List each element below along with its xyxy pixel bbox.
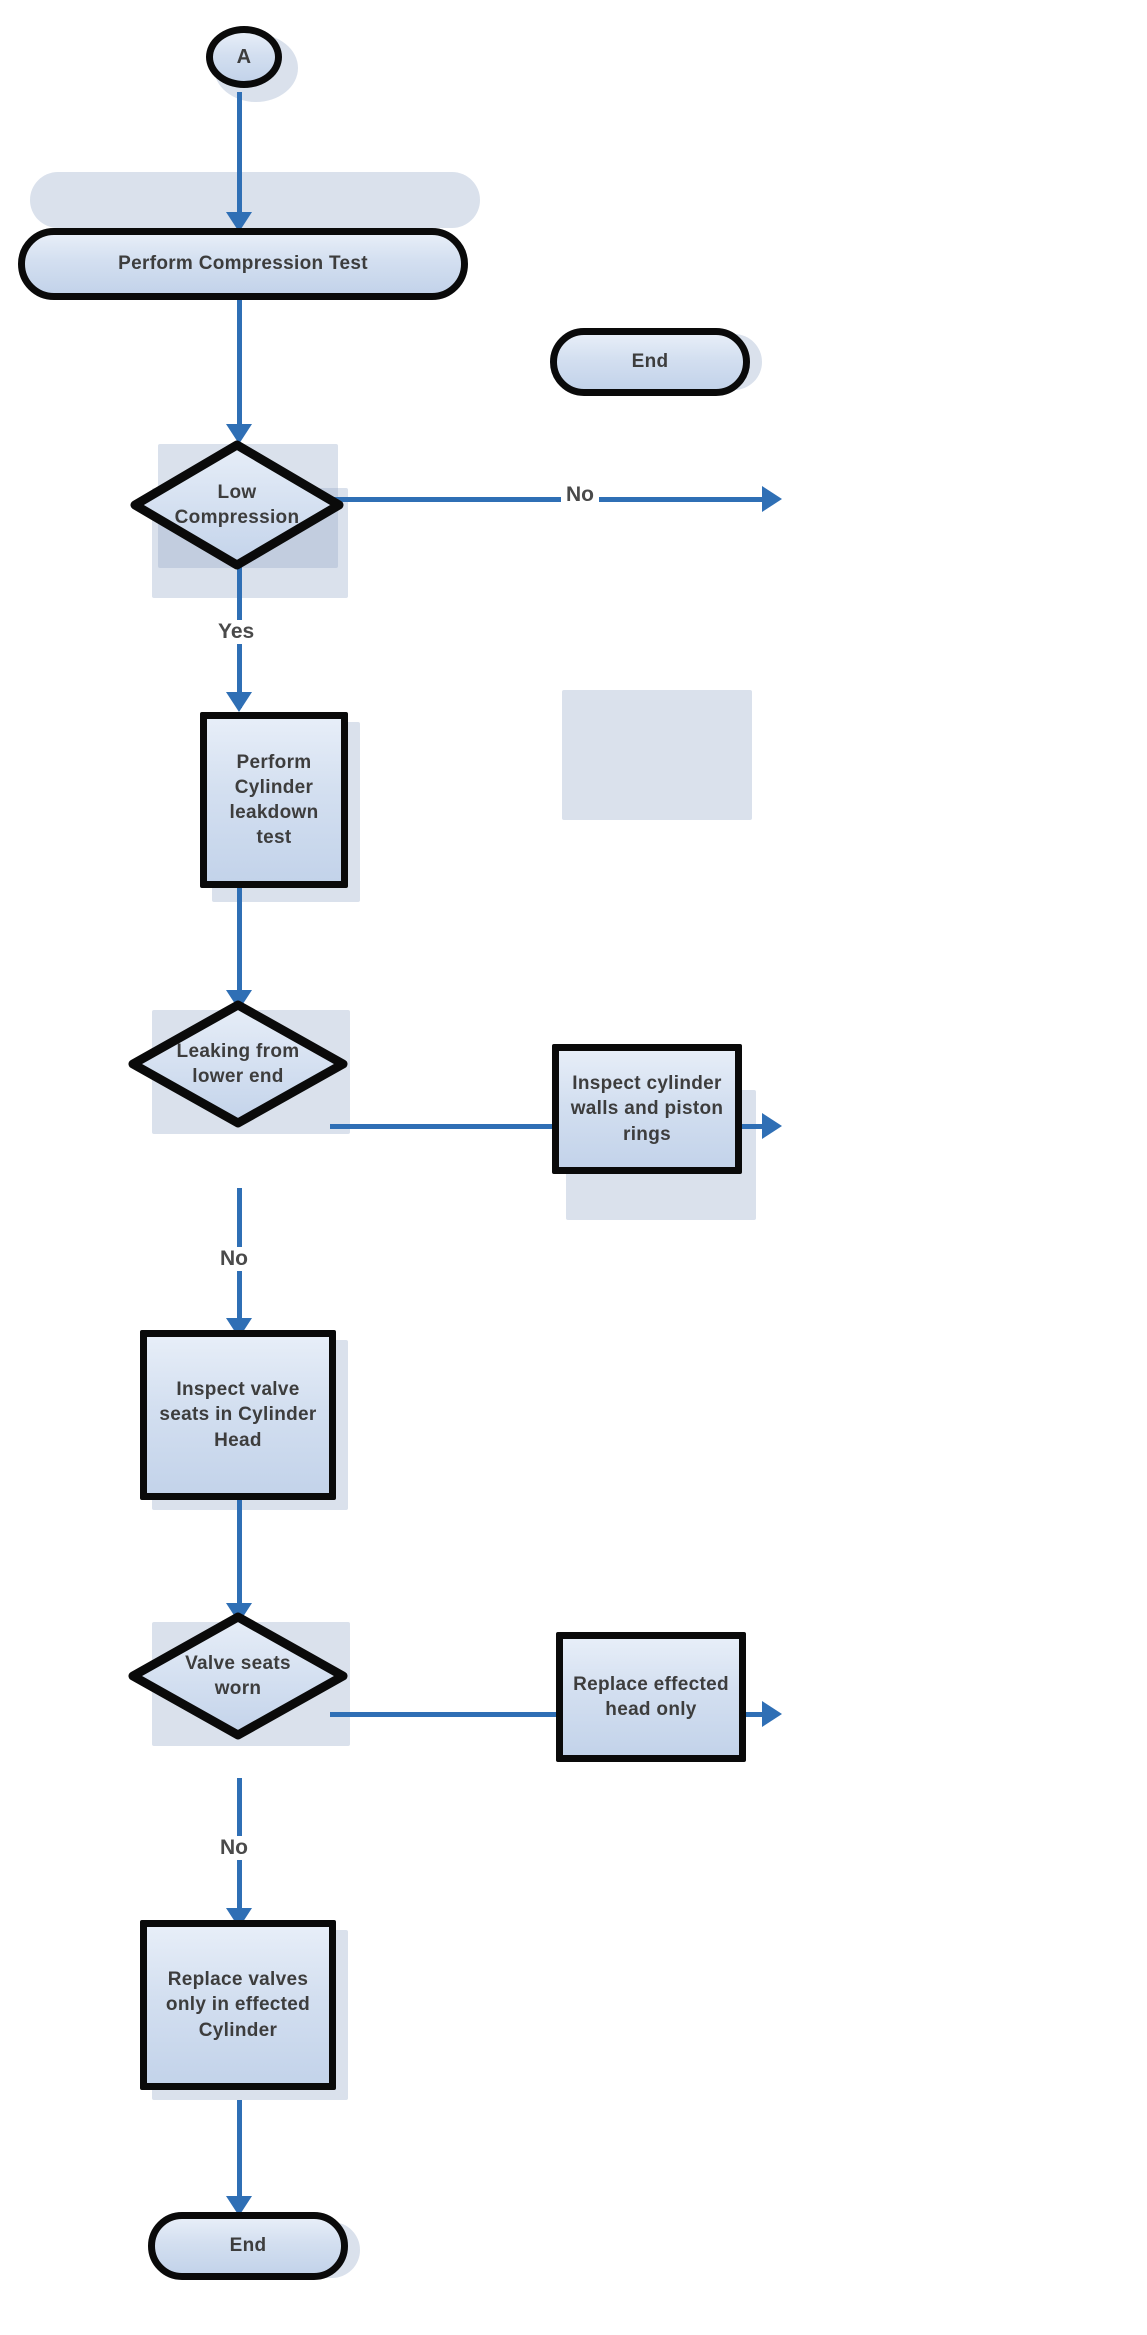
node-perform-cylinder-leakdown-test[interactable]: Perform Cylinder leakdown test [200, 712, 348, 888]
node-decision-low-compression[interactable]: Low Compression [130, 440, 344, 570]
node-replace-valves-only-in-effected-cylinder[interactable]: Replace valves only in effected Cylinder [140, 1920, 336, 2090]
leaking-line1: Leaking from [176, 1040, 300, 1062]
leakdown-line1: Perform Cylinder [234, 751, 314, 798]
node-decision-low-compression-label: Low Compression [169, 480, 306, 530]
node-perform-cylinder-leakdown-test-label: Perform Cylinder leakdown test [207, 750, 341, 850]
node-decision-leaking-from-lower-end[interactable]: Leaking from lower end [128, 1000, 348, 1128]
edge-replace-to-end-line [237, 2100, 242, 2210]
edge-worn-yes-to-head-arrow [762, 1701, 782, 1727]
node-replace-effected-head-only-label: Replace effected head only [567, 1672, 735, 1722]
node-decision-valve-seats-worn-label: Valve seats worn [179, 1651, 297, 1701]
replace-head-line1: Replace effected [573, 1673, 729, 1695]
node-replace-valves-only-in-effected-cylinder-label: Replace valves only in effected Cylinder [160, 1967, 316, 2042]
replace-valves-line2: only in effected [165, 1994, 311, 2016]
edge-start-to-compression-line [237, 92, 242, 220]
seats-worn-line1: Valve seats [185, 1652, 291, 1674]
node-inspect-valve-seats-in-cylinder-head[interactable]: Inspect valve seats in Cylinder Head [140, 1330, 336, 1500]
inspect-valve-line2: seats in Cylinder [159, 1404, 317, 1426]
node-end-bottom[interactable]: End [148, 2212, 348, 2280]
inspect-cyl-line1: Inspect cylinder [572, 1073, 722, 1095]
low-compression-line2: Compression [174, 507, 300, 528]
edge-decision-yes-to-leakdown-arrow [226, 692, 252, 712]
node-decision-valve-seats-worn[interactable]: Valve seats worn [128, 1612, 348, 1740]
inspect-valve-line1: Inspect valve [176, 1379, 300, 1401]
replace-valves-line1: Replace valves [167, 1969, 309, 1991]
shadow-compression-test [30, 172, 480, 228]
shadow-inspect-cyl [562, 690, 752, 820]
edge-start-to-compression-arrow [226, 212, 252, 232]
leakdown-line2: leakdown test [229, 802, 319, 849]
diamond-shape-icon [130, 440, 344, 570]
node-inspect-cylinder-walls-and-piston-rings-label: Inspect cylinder walls and piston rings [565, 1071, 730, 1146]
low-compression-line1: Low [217, 481, 257, 503]
edge-label-seats-worn-no: No [215, 1836, 253, 1860]
edge-worn-yes-to-head-line [330, 1712, 770, 1717]
inspect-cyl-line3: rings [623, 1123, 671, 1145]
node-connector-a-label: A [236, 45, 252, 68]
edge-leaking-yes-to-inspect-line [330, 1124, 770, 1129]
edge-valve-to-worn-line [237, 1500, 242, 1608]
node-inspect-valve-seats-in-cylinder-head-label: Inspect valve seats in Cylinder Head [153, 1377, 322, 1452]
edge-compression-to-decision-line [237, 300, 242, 428]
edge-decision-no-to-end-arrow [762, 486, 782, 512]
node-end-top-label: End [631, 351, 669, 373]
edge-leakdown-to-leaking-line [237, 885, 242, 995]
inspect-valve-line3: Head [214, 1429, 262, 1451]
node-end-top[interactable]: End [550, 328, 750, 396]
leaking-line2: lower end [192, 1066, 284, 1087]
node-perform-compression-test-label: Perform Compression Test [118, 253, 368, 275]
replace-valves-line3: Cylinder [198, 2019, 278, 2041]
node-inspect-cylinder-walls-and-piston-rings[interactable]: Inspect cylinder walls and piston rings [552, 1044, 742, 1174]
node-connector-a[interactable]: A [206, 26, 282, 88]
node-end-bottom-label: End [229, 2235, 267, 2257]
diamond-shape-icon [128, 1000, 348, 1128]
replace-head-line2: head only [605, 1699, 697, 1720]
node-replace-effected-head-only[interactable]: Replace effected head only [556, 1632, 746, 1762]
edge-label-low-compression-no: No [561, 483, 599, 507]
node-decision-leaking-from-lower-end-label: Leaking from lower end [171, 1039, 306, 1089]
diamond-shape-icon [128, 1612, 348, 1740]
node-perform-compression-test[interactable]: Perform Compression Test [18, 228, 468, 300]
edge-label-low-compression-yes: Yes [213, 620, 260, 644]
inspect-cyl-line2: walls and piston [570, 1098, 724, 1120]
edge-compression-to-decision-arrow [226, 424, 252, 444]
edge-label-leaking-no: No [215, 1247, 253, 1271]
edge-leaking-yes-to-inspect-arrow [762, 1113, 782, 1139]
edge-decision-no-to-end-line [330, 497, 770, 502]
edge-replace-to-end-arrow [226, 2196, 252, 2216]
seats-worn-line2: worn [214, 1678, 262, 1699]
